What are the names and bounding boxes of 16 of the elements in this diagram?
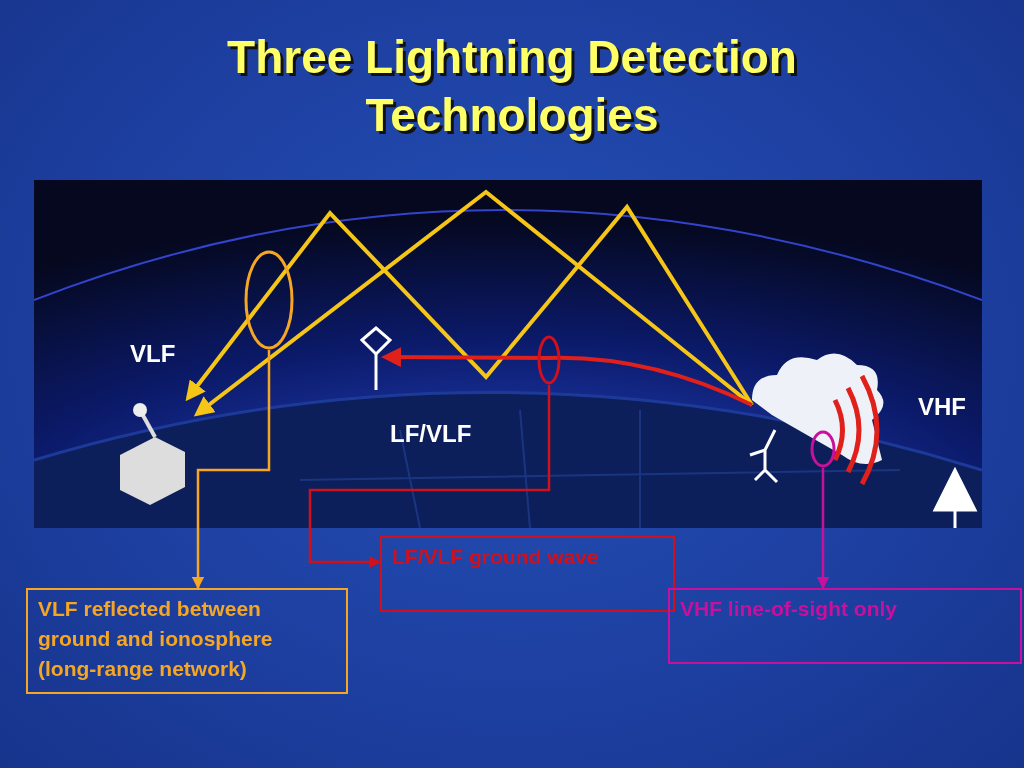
caption-box xyxy=(26,588,348,694)
caption-box xyxy=(668,588,1022,664)
leader-line xyxy=(816,468,830,590)
band-label: VHF xyxy=(918,393,966,421)
title: Three Lightning Detection Technologies xyxy=(226,30,798,143)
caption-text: VHF line-of-sight only xyxy=(680,597,897,620)
ring-marker xyxy=(537,335,561,385)
caption-text: VLF reflected between ground and ionosphere (long-range network) xyxy=(38,597,273,680)
leader-line xyxy=(308,385,551,569)
band-label: LF/VLF xyxy=(390,420,472,448)
band-label: VLF xyxy=(130,340,176,368)
ring-marker xyxy=(244,250,294,350)
caption-text: LF/VLF ground wave xyxy=(392,545,599,568)
leader-line xyxy=(191,350,271,590)
caption-box xyxy=(380,536,675,612)
ring-marker xyxy=(810,430,836,468)
